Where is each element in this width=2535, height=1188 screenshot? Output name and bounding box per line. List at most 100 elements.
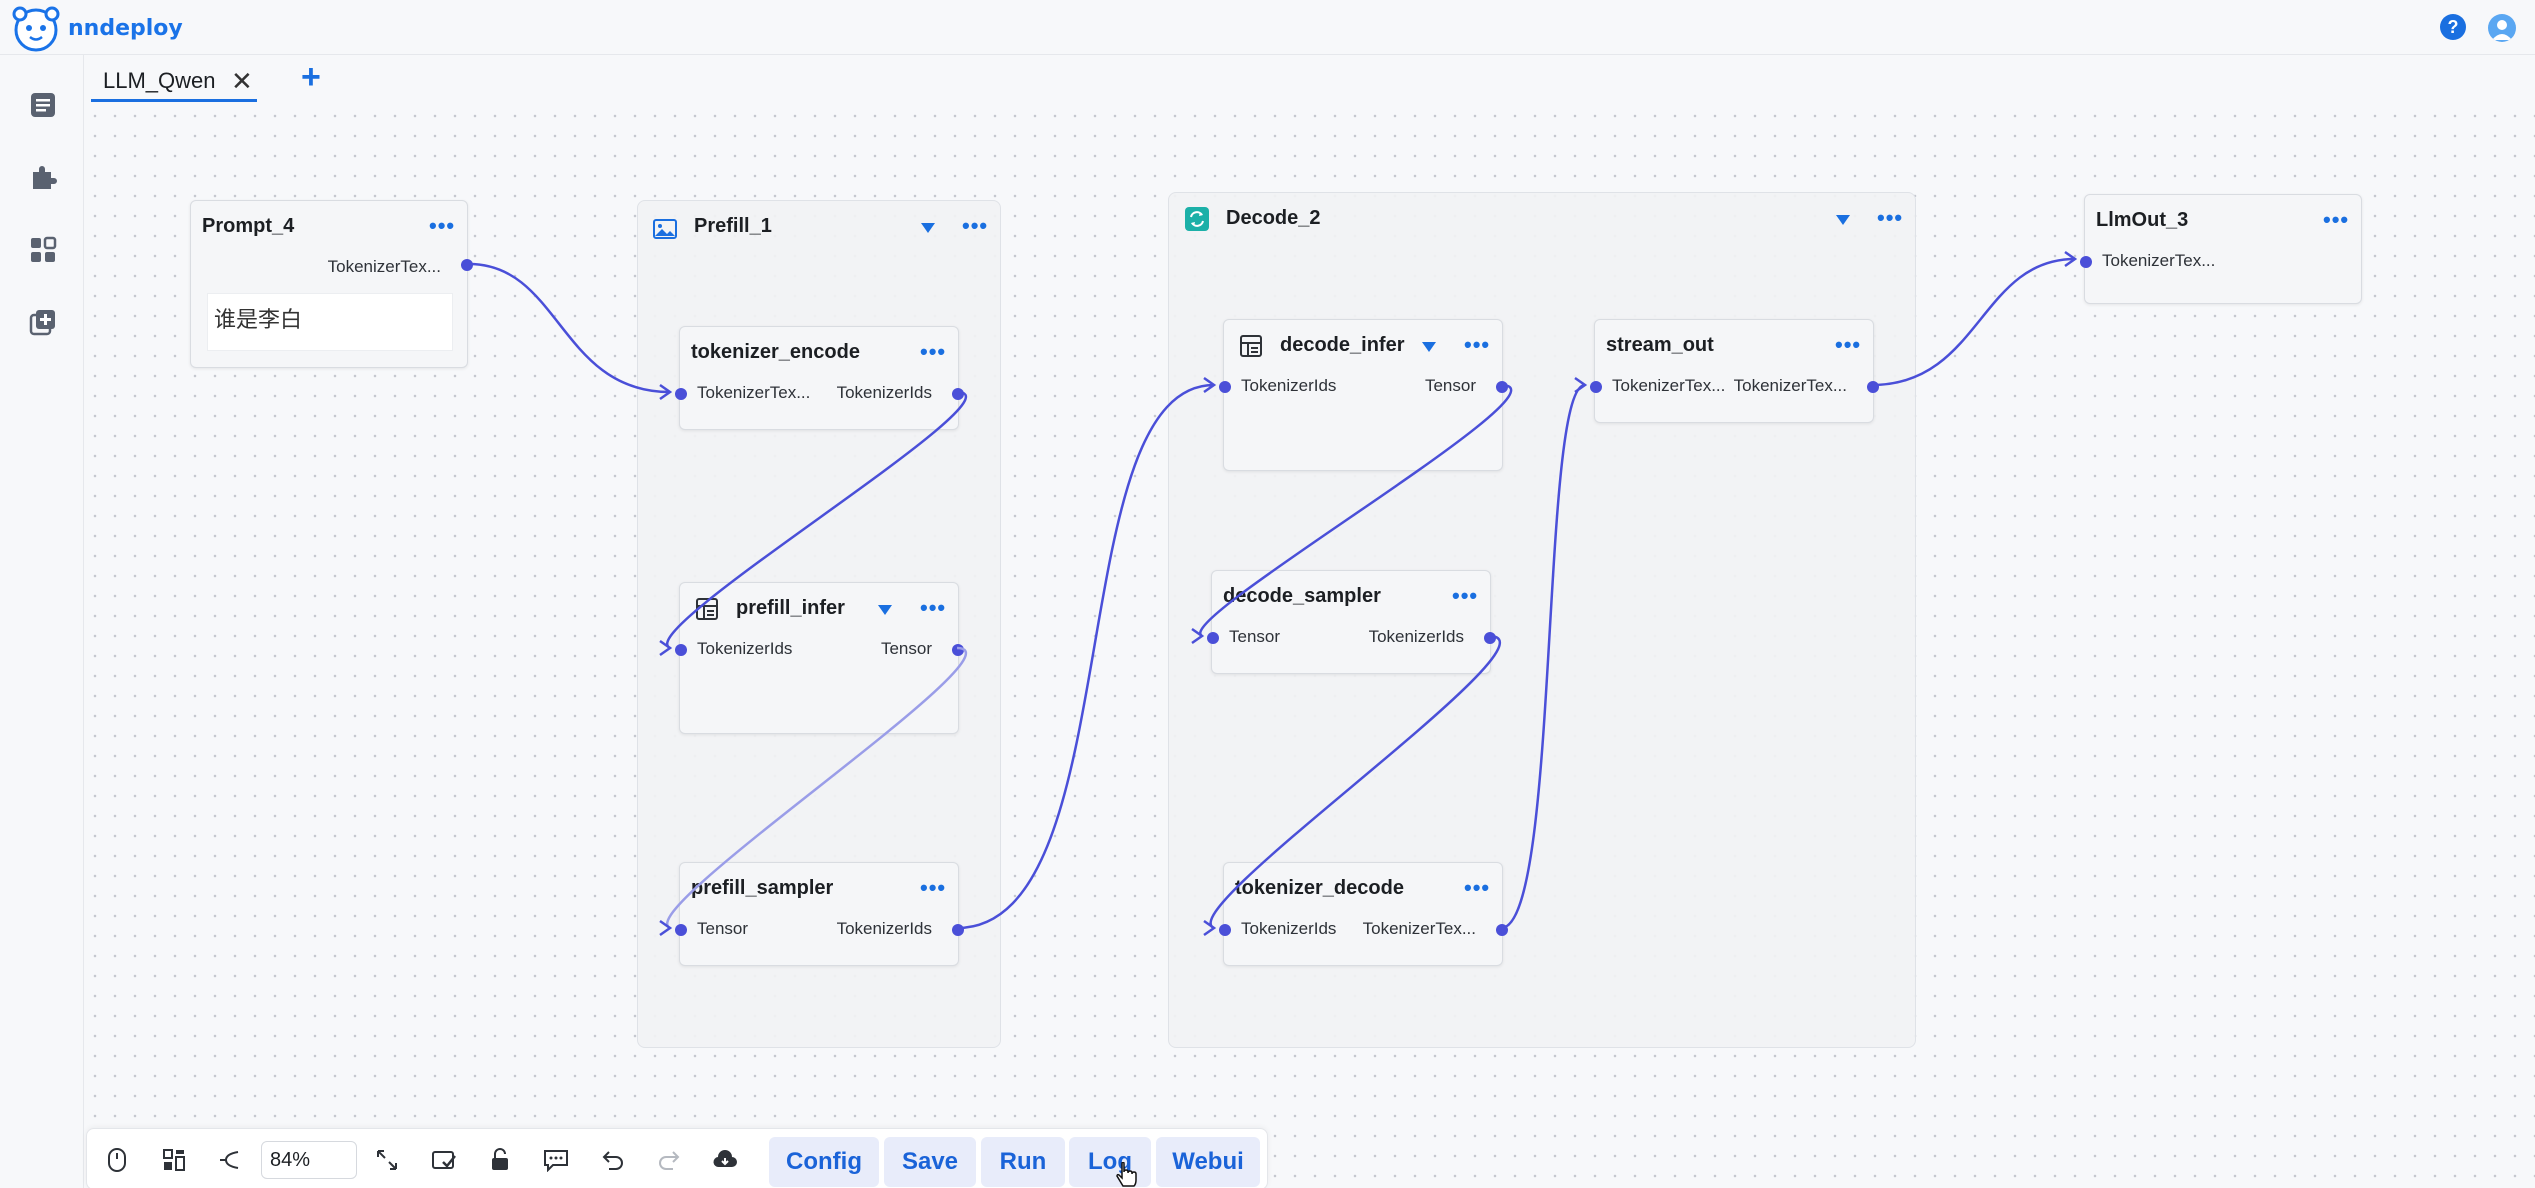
input-port[interactable] [675,924,687,936]
line-style-icon[interactable] [215,1145,245,1175]
tab-bar: LLM_Qwen ✕ + [85,56,2535,106]
input-port[interactable] [1219,924,1231,936]
input-port-label: TokenizerTex... [2102,251,2216,270]
output-port[interactable] [952,644,964,656]
node-title: Prompt_4 [202,215,295,237]
auto-layout-icon[interactable] [429,1145,459,1175]
log-button[interactable]: Log [1069,1137,1151,1187]
output-port[interactable] [1496,924,1508,936]
more-icon[interactable]: ••• [429,213,456,238]
input-port-label: TokenizerTex... [697,383,811,402]
comment-icon[interactable] [541,1145,571,1175]
collapse-caret-icon[interactable] [1422,342,1436,352]
input-port[interactable] [2080,256,2092,268]
node-llmout[interactable]: LlmOut_3 ••• TokenizerTex... [2080,194,2362,304]
config-button[interactable]: Config [769,1137,879,1187]
fit-view-icon[interactable] [372,1145,402,1175]
input-port-label: TokenizerIds [1241,919,1337,938]
logo-mascot-icon [12,6,60,52]
more-icon[interactable]: ••• [1464,332,1491,357]
save-button[interactable]: Save [884,1137,976,1187]
node-title: stream_out [1606,334,1714,356]
node-tokenizer-decode[interactable]: tokenizer_decode ••• TokenizerIds Tokeni… [1219,862,1508,966]
input-port[interactable] [675,388,687,400]
node-stream-out[interactable]: stream_out ••• TokenizerTex... Tokenizer… [1590,319,1879,423]
output-port-label: Tensor [1424,376,1476,395]
node-title: tokenizer_encode [691,341,860,363]
node-prompt[interactable]: Prompt_4 ••• TokenizerTex... 谁是李白 [190,200,473,368]
input-port[interactable] [675,644,687,656]
output-port[interactable] [1496,381,1508,393]
add-tab-button[interactable]: + [301,58,321,96]
sidebar-item-plugins[interactable] [26,160,60,194]
more-icon[interactable]: ••• [1877,205,1904,230]
more-icon[interactable]: ••• [920,875,947,900]
run-button[interactable]: Run [981,1137,1065,1187]
logo-text: nndeploy [68,15,183,41]
input-port[interactable] [1219,381,1231,393]
sidebar-item-add-node[interactable] [26,305,60,339]
image-icon [653,219,677,239]
collapse-caret-icon[interactable] [1836,215,1850,225]
output-port-label: TokenizerTex... [1733,376,1847,395]
user-icon [2492,20,2512,40]
input-port-label: TokenizerIds [1241,376,1337,395]
add-square-icon [29,310,55,336]
more-icon[interactable]: ••• [920,595,947,620]
prompt-text-input[interactable]: 谁是李白 [207,293,453,351]
more-icon[interactable]: ••• [962,213,989,238]
node-tokenizer-encode[interactable]: tokenizer_encode ••• TokenizerTex... Tok… [675,326,964,430]
input-port[interactable] [1590,381,1602,393]
more-icon[interactable]: ••• [2323,207,2350,232]
output-port[interactable] [952,388,964,400]
output-port[interactable] [1867,381,1879,393]
group-title: Prefill_1 [694,215,772,237]
help-icon[interactable]: ? [2440,14,2466,40]
hand-cursor-icon [1116,1162,1137,1187]
webui-button[interactable]: Webui [1156,1137,1260,1187]
close-icon[interactable]: ✕ [231,66,253,96]
bottom-toolbar: 84% Config Save Run Log Webui [86,1128,1268,1188]
more-icon[interactable]: ••• [920,339,947,364]
loop-icon [1185,207,1209,231]
collapse-caret-icon[interactable] [878,605,892,615]
output-port-label: TokenizerTex... [327,257,441,276]
output-port[interactable] [461,259,473,271]
collapse-caret-icon[interactable] [921,223,935,233]
sidebar-item-workflow-list[interactable] [26,88,60,122]
more-icon[interactable]: ••• [1835,332,1862,357]
app-header: nndeploy ? [0,0,2535,55]
output-port-label: TokenizerIds [836,383,932,402]
more-icon[interactable]: ••• [1452,583,1479,608]
user-avatar[interactable] [2488,14,2516,42]
node-decode-infer[interactable]: decode_infer ••• TokenizerIds Tensor [1219,319,1508,471]
output-port-label: TokenizerIds [1368,627,1464,646]
node-decode-sampler[interactable]: decode_sampler ••• Tensor TokenizerIds [1207,570,1496,674]
more-icon[interactable]: ••• [1464,875,1491,900]
puzzle-icon [33,166,57,189]
group-title: Decode_2 [1226,207,1321,229]
input-port[interactable] [1207,632,1219,644]
node-title: prefill_infer [736,597,845,619]
node-title: prefill_sampler [691,877,834,899]
output-port[interactable] [952,924,964,936]
node-prefill-sampler[interactable]: prefill_sampler ••• Tensor TokenizerIds [675,862,964,966]
left-sidebar [0,55,84,1188]
zoom-level-input[interactable]: 84% [261,1141,357,1179]
minimap-icon[interactable] [159,1145,189,1175]
undo-icon[interactable] [598,1145,628,1175]
tab-llm-qwen[interactable]: LLM_Qwen ✕ [91,62,257,102]
redo-icon[interactable] [654,1145,684,1175]
app-logo[interactable]: nndeploy [6,4,183,52]
input-port-label: TokenizerTex... [1612,376,1726,395]
node-prefill-infer[interactable]: prefill_infer ••• TokenizerIds Tensor [675,582,964,734]
output-port[interactable] [1484,632,1496,644]
unlock-icon[interactable] [485,1145,515,1175]
mouse-mode-icon[interactable] [102,1145,132,1175]
cloud-download-icon[interactable] [710,1145,740,1175]
tab-label: LLM_Qwen [103,67,216,93]
output-port-label: TokenizerTex... [1362,919,1476,938]
output-port-label: TokenizerIds [836,919,932,938]
sidebar-item-templates[interactable] [26,233,60,267]
input-port-label: Tensor [697,919,749,938]
